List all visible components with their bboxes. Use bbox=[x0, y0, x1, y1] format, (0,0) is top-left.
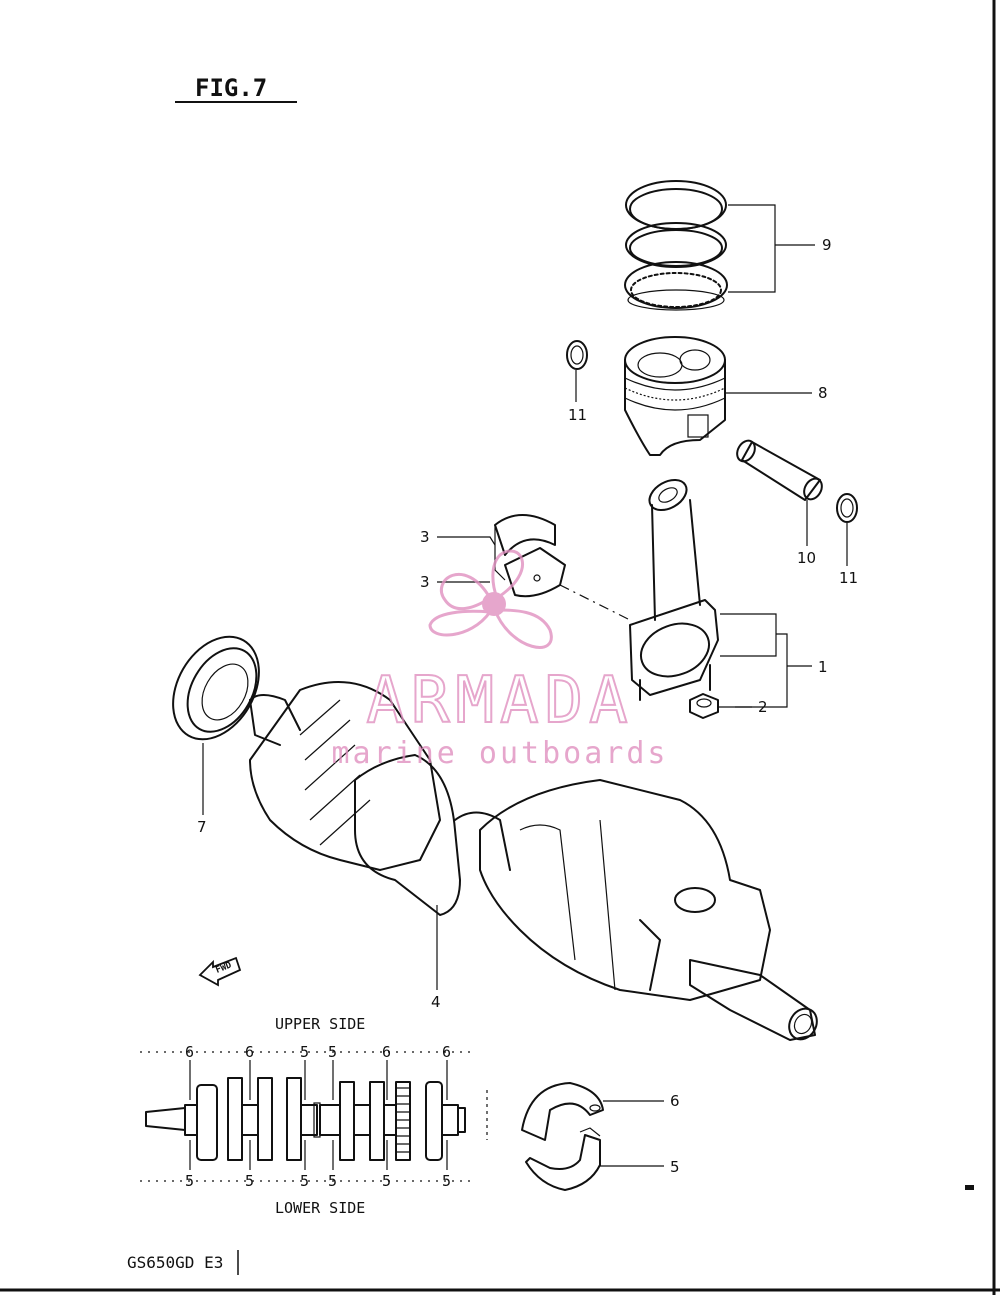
model-code: GS650GD E3 bbox=[127, 1253, 223, 1272]
callout-11-left: 11 bbox=[568, 406, 587, 424]
fwd-direction-arrow: FWD bbox=[198, 956, 242, 987]
upper-pos-5: 6 bbox=[382, 1043, 391, 1061]
oil-seal bbox=[172, 635, 260, 741]
piston bbox=[624, 336, 726, 456]
piston-ring-set bbox=[624, 180, 728, 311]
lower-bearing-markers: 5 5 5 5 5 5 bbox=[185, 1140, 451, 1190]
circlip-left bbox=[566, 340, 588, 370]
upper-pos-6: 6 bbox=[442, 1043, 451, 1061]
callout-2: 2 bbox=[758, 698, 768, 716]
conrod-nut bbox=[689, 693, 719, 719]
lower-pos-6: 5 bbox=[442, 1172, 451, 1190]
callout-7: 7 bbox=[197, 818, 207, 836]
upper-pos-4: 5 bbox=[328, 1043, 337, 1061]
crankshaft-bearing-upper bbox=[521, 1082, 604, 1141]
upper-pos-1: 6 bbox=[185, 1043, 194, 1061]
callout-10: 10 bbox=[797, 549, 816, 567]
page-mark bbox=[965, 1185, 974, 1190]
lower-pos-1: 5 bbox=[185, 1172, 194, 1190]
lower-pos-3: 5 bbox=[300, 1172, 309, 1190]
callout-5: 5 bbox=[670, 1158, 680, 1176]
figure-title: FIG.7 bbox=[195, 74, 267, 102]
callout-1: 1 bbox=[818, 658, 828, 676]
callout-3-lower: 3 bbox=[420, 573, 430, 591]
watermark-brand: ARMADA bbox=[366, 664, 633, 738]
callout-4: 4 bbox=[431, 993, 441, 1011]
brand-watermark: ARMADA marine outboards bbox=[332, 549, 669, 771]
lower-pos-5: 5 bbox=[382, 1172, 391, 1190]
bearing-position-scheme: UPPER SIDE LOWER SIDE bbox=[140, 1015, 488, 1217]
circlip-right bbox=[836, 493, 858, 523]
upper-pos-3: 5 bbox=[300, 1043, 309, 1061]
callout-11-right: 11 bbox=[839, 569, 858, 587]
lower-pos-4: 5 bbox=[328, 1172, 337, 1190]
crankshaft bbox=[249, 681, 818, 1041]
crankshaft-bearing-lower bbox=[525, 1127, 601, 1191]
connecting-rod bbox=[629, 478, 719, 701]
piston-pin bbox=[736, 439, 823, 501]
conrod-bearing-upper bbox=[494, 514, 556, 581]
propeller-logo bbox=[428, 549, 553, 649]
callout-6: 6 bbox=[670, 1092, 680, 1110]
upper-side-label: UPPER SIDE bbox=[275, 1015, 365, 1033]
callout-9: 9 bbox=[822, 236, 832, 254]
lower-pos-2: 5 bbox=[245, 1172, 254, 1190]
callout-8: 8 bbox=[818, 384, 828, 402]
callout-3-upper: 3 bbox=[420, 528, 430, 546]
upper-pos-2: 6 bbox=[245, 1043, 254, 1061]
upper-bearing-markers: 6 6 5 5 6 6 bbox=[185, 1043, 451, 1100]
conrod-bearing-lower bbox=[504, 547, 566, 598]
lower-side-label: LOWER SIDE bbox=[275, 1199, 365, 1217]
crankshaft-schematic bbox=[145, 1077, 466, 1161]
watermark-tagline: marine outboards bbox=[332, 736, 669, 771]
